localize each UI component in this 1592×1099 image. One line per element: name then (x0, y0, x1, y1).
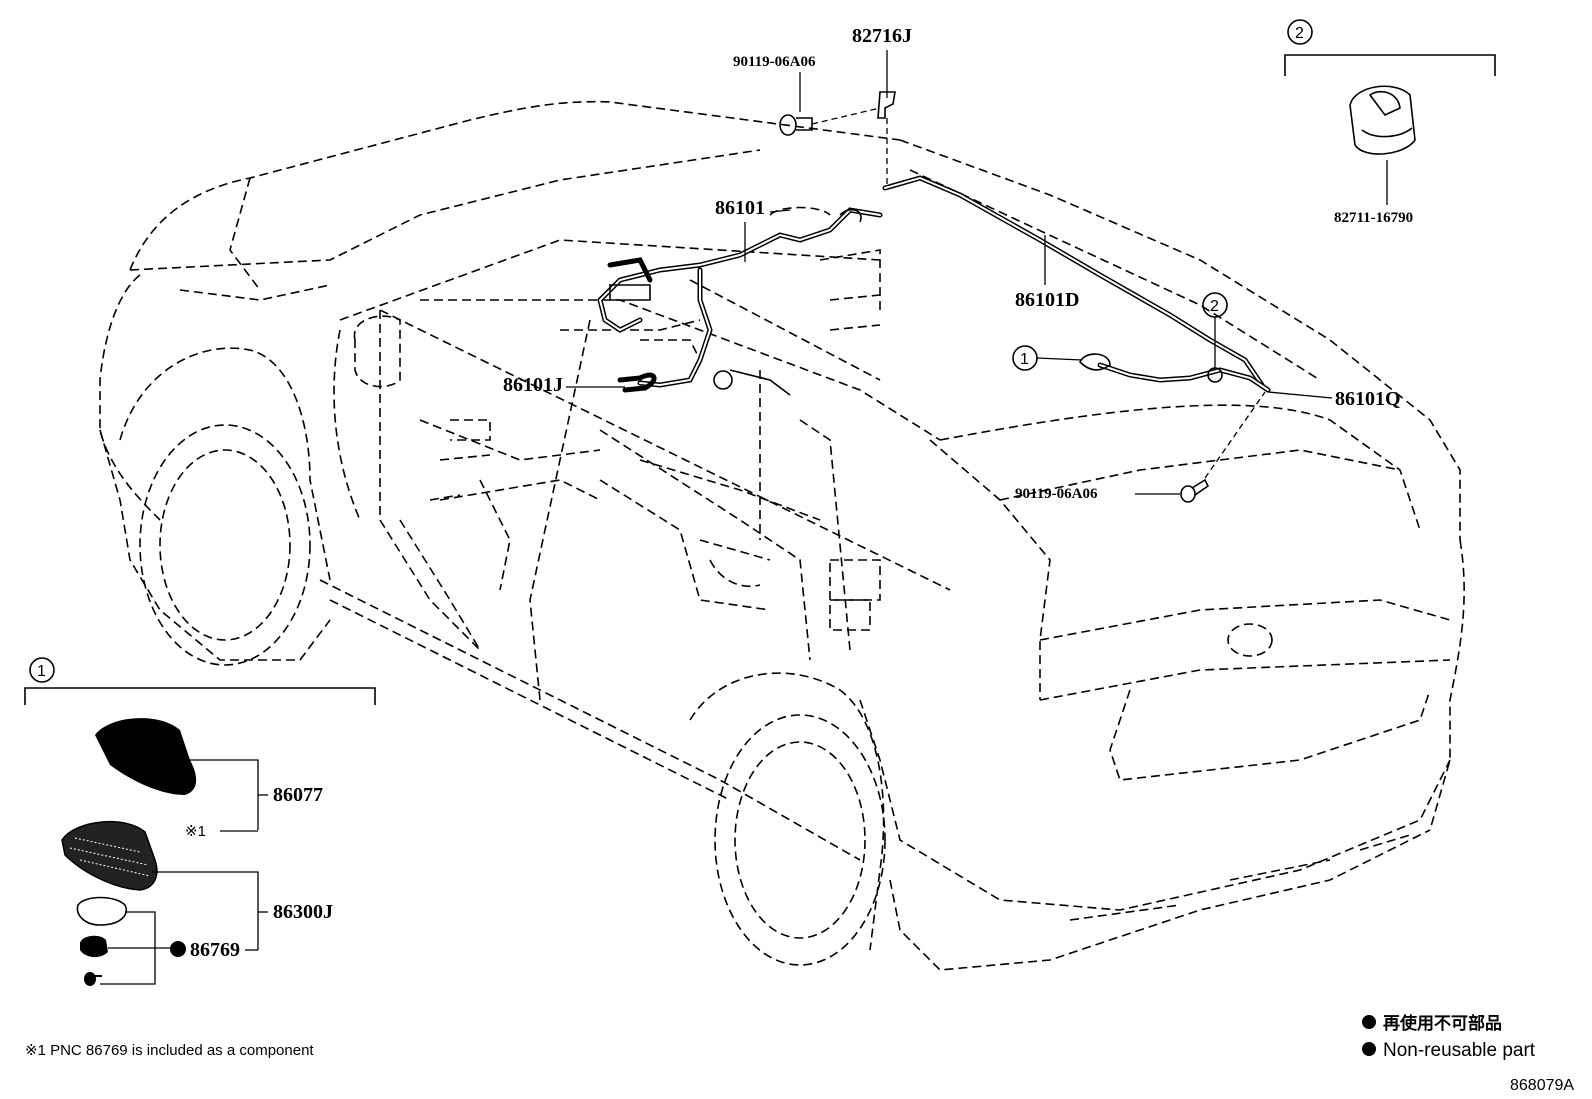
clip-icon (1349, 85, 1416, 155)
legend-dot-en (1362, 1042, 1376, 1056)
antenna-cover-icon (95, 718, 197, 795)
label-86101Q: 86101Q (1335, 388, 1401, 410)
screw-icon (84, 972, 102, 986)
callout-2-detail: 2 82711-16790 (1284, 19, 1496, 226)
legend-jp-text: 再使用不可部品 (1383, 1013, 1502, 1034)
nut-icon (80, 935, 108, 958)
gasket-icon (76, 896, 127, 926)
diagram-code: 868079A (1510, 1077, 1574, 1094)
label-86077: 86077 (273, 784, 323, 806)
label-90119-06A06-mid: 90119-06A06 (1015, 486, 1098, 502)
bolt-icon (1180, 478, 1210, 503)
legend: 再使用不可部品 Non-reusable part (1362, 1013, 1536, 1061)
label-82716J: 82716J (852, 25, 912, 47)
callout-1-marker: 1 (1012, 345, 1083, 371)
label-82711-16790: 82711-16790 (1334, 210, 1413, 226)
callout-2-marker: 2 (1202, 292, 1228, 383)
legend-dot-jp (1362, 1015, 1376, 1029)
legend-en-text: Non-reusable part (1383, 1040, 1536, 1061)
svg-text:1: 1 (1020, 351, 1029, 368)
vehicle-outline (99, 100, 1465, 971)
label-86769: 86769 (190, 939, 240, 961)
part-82716J-group: 82716J 90119-06A06 (733, 25, 912, 188)
part-90119-mid-group: 90119-06A06 (1015, 391, 1266, 503)
label-90119-06A06-top: 90119-06A06 (733, 54, 816, 70)
footnote: ※1 PNC 86769 is included as a component (25, 1042, 314, 1059)
callout-1-detail: 1 86077 ※1 86300J 8676 (24, 657, 376, 986)
label-86300J: 86300J (273, 901, 333, 923)
label-86101J: 86101J (503, 374, 563, 396)
callout-1-label: 1 (37, 663, 46, 680)
bolt-icon (779, 107, 881, 136)
label-86101: 86101 (715, 197, 765, 219)
non-reusable-marker (170, 941, 186, 957)
svg-text:2: 2 (1210, 298, 1219, 315)
antenna-body-icon (61, 821, 158, 891)
label-86101D: 86101D (1015, 289, 1079, 311)
ref-mark-1: ※1 (185, 823, 206, 840)
wire-harness (597, 175, 1271, 396)
callout-2-label: 2 (1295, 25, 1304, 42)
